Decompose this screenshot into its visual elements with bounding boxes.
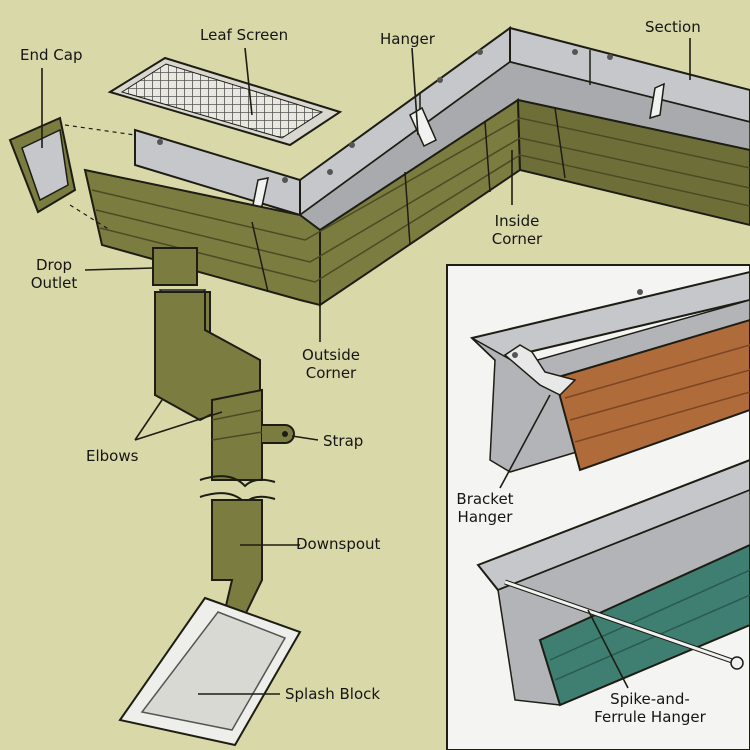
splash-block-part — [118, 596, 302, 747]
end-cap-part — [8, 116, 136, 231]
end-cap-label: End Cap — [20, 46, 83, 64]
spike-and-ferrule-hanger-label: Spike-and-Ferrule Hanger — [594, 690, 706, 726]
gutter-front-face — [83, 98, 750, 307]
hanger-label: Hanger — [380, 30, 435, 48]
leader-lines — [41, 38, 691, 695]
leaf-screen-label: Leaf Screen — [200, 26, 289, 44]
elbows-label: Elbows — [86, 447, 139, 465]
downspout-assembly — [152, 247, 295, 617]
downspout-label: Downspout — [296, 535, 381, 553]
strap-label: Strap — [323, 432, 364, 450]
section-label: Section — [645, 18, 701, 36]
leaf-screen-part — [107, 56, 343, 147]
inset-panel — [446, 264, 750, 750]
splash-block-label: Splash Block — [285, 685, 381, 703]
hanger-straps — [250, 82, 665, 212]
